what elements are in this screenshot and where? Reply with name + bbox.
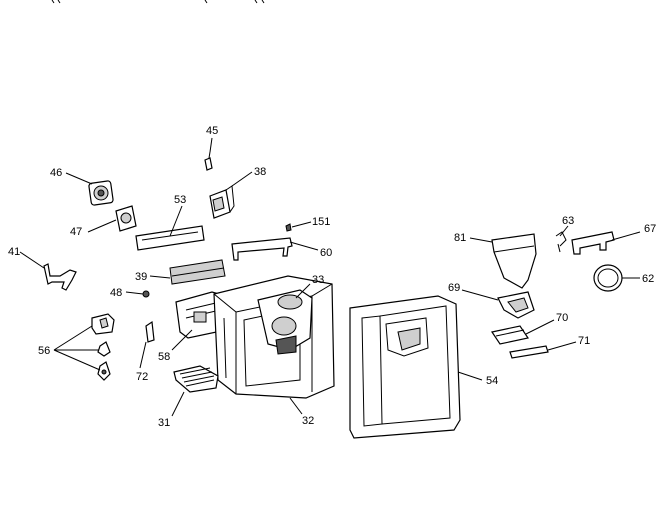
part-41 — [43, 263, 77, 291]
callout-60: 60 — [320, 247, 332, 259]
part-72 — [145, 320, 155, 343]
part-71 — [509, 345, 549, 359]
callout-53: 53 — [174, 194, 186, 206]
callout-47: 47 — [70, 226, 82, 238]
part-48 — [142, 290, 150, 298]
callout-45: 45 — [206, 125, 218, 137]
callout-32: 32 — [302, 415, 314, 427]
callout-39: 39 — [135, 271, 147, 283]
callout-56: 56 — [38, 345, 50, 357]
part-45 — [204, 151, 213, 171]
part-69 — [497, 291, 535, 319]
part-54 — [349, 295, 461, 439]
part-70 — [491, 325, 529, 345]
callout-81: 81 — [454, 232, 466, 244]
callout-labels: 45 46 38 53 47 151 41 60 39 33 48 56 58 … — [8, 125, 656, 429]
callout-70: 70 — [556, 312, 568, 324]
part-60 — [231, 237, 293, 261]
callout-48: 48 — [110, 287, 122, 299]
part-151 — [285, 223, 292, 232]
cropped-header-marks — [51, 0, 265, 4]
part-39 — [169, 259, 226, 285]
part-67 — [571, 231, 615, 255]
callout-67: 67 — [644, 223, 656, 235]
callout-72: 72 — [136, 371, 148, 383]
part-47 — [115, 205, 137, 232]
part-63 — [555, 231, 567, 253]
callout-69: 69 — [448, 282, 460, 294]
part-58 — [175, 291, 227, 339]
part-53 — [135, 225, 205, 251]
callout-31: 31 — [158, 417, 170, 429]
part-31 — [173, 365, 219, 393]
part-33 — [257, 289, 313, 355]
callout-38: 38 — [254, 166, 266, 178]
callout-33: 33 — [312, 274, 324, 286]
callout-62: 62 — [642, 273, 654, 285]
callout-151: 151 — [312, 216, 330, 228]
part-62 — [593, 264, 623, 292]
callout-58: 58 — [158, 351, 170, 363]
callout-63: 63 — [562, 215, 574, 227]
part-56 — [91, 313, 115, 381]
part-46 — [88, 180, 114, 206]
callout-41: 41 — [8, 246, 20, 258]
part-81 — [491, 233, 537, 289]
callout-54: 54 — [486, 375, 498, 387]
callout-71: 71 — [578, 335, 590, 347]
part-38 — [209, 185, 235, 219]
leader-lines — [19, 137, 641, 417]
callout-46: 46 — [50, 167, 62, 179]
